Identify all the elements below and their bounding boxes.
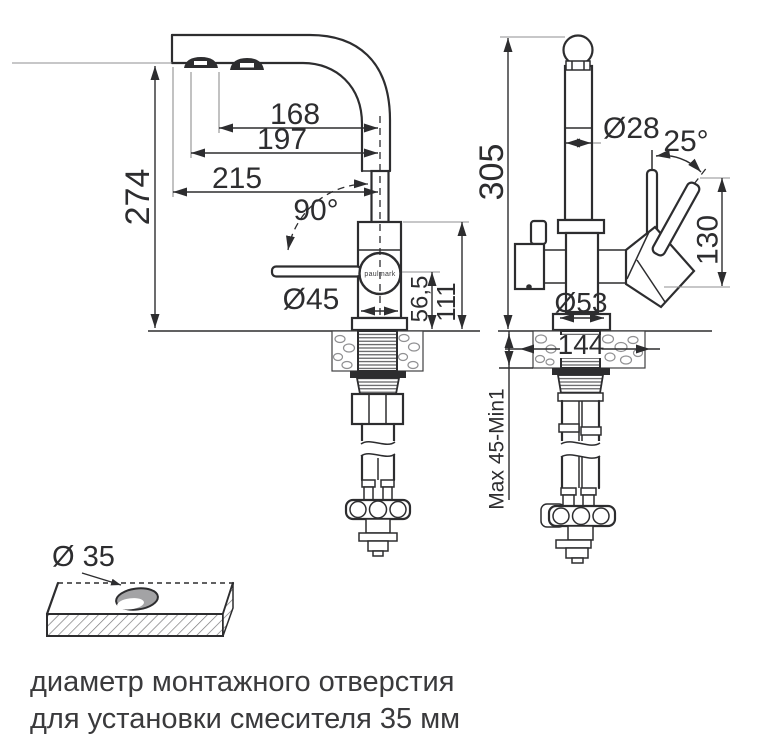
dim-height-274: 274 — [119, 169, 157, 226]
body-top-flange — [556, 218, 606, 235]
faucet-side-view: paulmark — [12, 33, 480, 557]
under-counter-side — [344, 371, 412, 557]
dim-tube-d28: Ø28 — [603, 112, 660, 145]
filter-valve-box — [513, 242, 546, 291]
spout-side — [170, 33, 392, 173]
dim-lever-25: 25° — [663, 125, 708, 158]
faucet-front-view: 305 Ø28 25° 130 Ø53 144 Max 45-Min1 — [473, 34, 730, 564]
caption-line-1: диаметр монтажного отверстия — [30, 666, 454, 698]
counter-front-face — [46, 613, 224, 637]
dim-hole-d35: Ø 35 — [52, 541, 115, 573]
handle-side — [270, 265, 363, 278]
base-flange-side — [350, 316, 409, 332]
dim-base-144: 144 — [558, 329, 605, 360]
mount-hole — [115, 587, 159, 611]
caption: диаметр монтажного отверстия для установ… — [30, 666, 460, 735]
spout-end-ball — [562, 34, 594, 66]
caption-line-2: для установки смесителя 35 мм — [30, 703, 460, 735]
faucet-body-front — [564, 231, 600, 314]
lever-tilted — [651, 181, 701, 257]
dim-reach-215: 215 — [212, 162, 262, 195]
lever-angle-arc — [655, 149, 702, 173]
dim-body-111: 111 — [431, 282, 461, 322]
counter-side-face — [222, 582, 234, 637]
filter-valve-stub — [529, 219, 548, 246]
swivel-arc — [286, 179, 369, 251]
dim-body-d45: Ø45 — [283, 283, 340, 316]
dim-counter-thickness: Max 45-Min1 — [485, 388, 508, 509]
dim-base-d53: Ø53 — [555, 287, 608, 318]
counter-section-side — [331, 330, 424, 372]
dim-total-305: 305 — [473, 144, 511, 201]
dim-reach-168: 168 — [270, 98, 320, 131]
spout-bracket — [565, 60, 591, 71]
dim-handle-565: 56,5 — [406, 276, 433, 323]
dim-reach-197: 197 — [257, 123, 307, 156]
under-counter-front — [540, 368, 617, 564]
side-view-dimensions: 168 197 215 274 90° Ø45 56,5 111 — [12, 62, 469, 329]
mounting-hole-diagram: Ø 35 — [45, 541, 235, 637]
threaded-shank-side — [357, 330, 398, 372]
front-view-dimensions: 305 Ø28 25° 130 Ø53 144 Max 45-Min1 — [473, 36, 730, 510]
dim-lever-130: 130 — [692, 215, 725, 265]
valve-dot — [526, 284, 532, 290]
hole-leader-line — [81, 572, 122, 586]
dim-swivel-90: 90° — [293, 194, 338, 227]
